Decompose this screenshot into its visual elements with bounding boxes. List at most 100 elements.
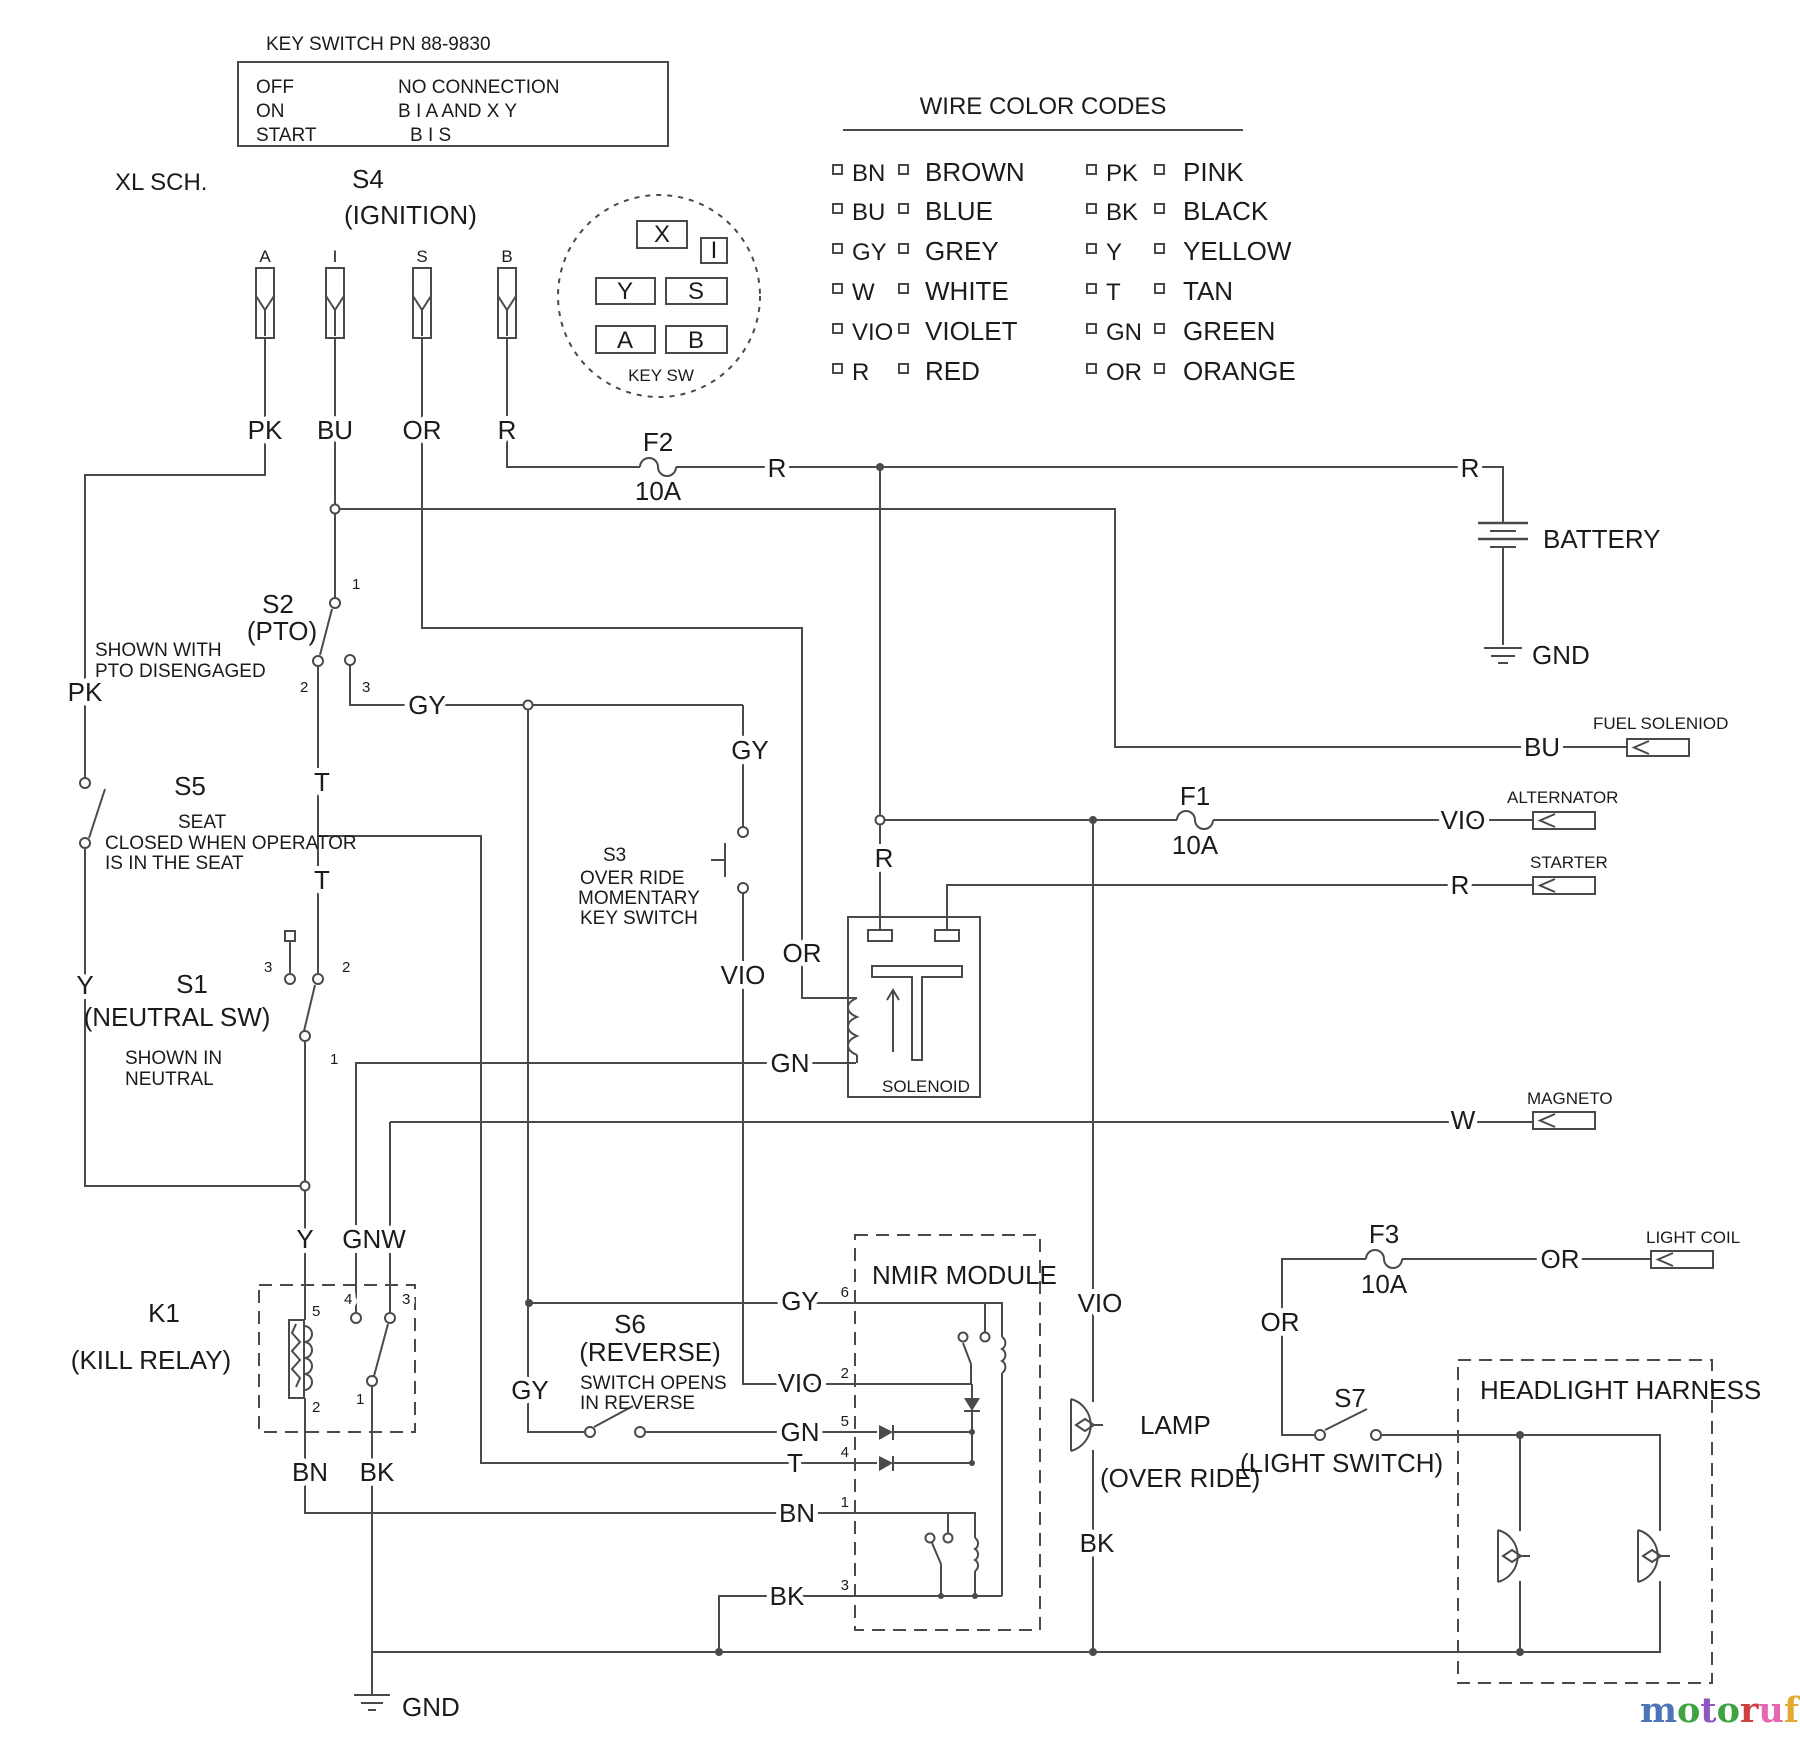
nmir-pin4: 4	[841, 1444, 849, 1461]
fuse-f2-label: F2	[643, 427, 673, 457]
wire-label-gn: GN	[771, 1048, 810, 1078]
wire-label-bu: BU	[317, 415, 353, 445]
s3-line1: OVER RIDE	[580, 868, 685, 889]
light-coil-connector: LIGHT COIL	[1646, 1228, 1740, 1269]
legend-name: WHITE	[925, 276, 1009, 306]
key-table-conn-off: NO CONNECTION	[398, 77, 560, 98]
pin-x: X	[654, 221, 670, 248]
nmir-pin6: 6	[841, 1284, 849, 1301]
wire-label-gy: GY	[731, 735, 769, 765]
wire-label-or: OR	[1261, 1307, 1300, 1337]
s5-id: S5	[174, 771, 206, 801]
key-table-box	[237, 61, 669, 147]
legend-code: OR	[1106, 359, 1142, 386]
legend-name: GREY	[925, 236, 999, 266]
nmir-title: NMIR MODULE	[872, 1260, 1057, 1290]
legend-name: PINK	[1183, 157, 1244, 187]
legend-code: BN	[852, 160, 885, 187]
key-table-pos-start: START	[256, 125, 317, 146]
wire-color-legend: WIRE COLOR CODES BN BROWN BU BLUE GY GRE…	[832, 93, 1296, 386]
fuse-f3: F3 10A	[1356, 1214, 1413, 1304]
nmir-relay1-coil	[1000, 1336, 1007, 1374]
nmir-internal-wiring	[855, 1302, 1003, 1597]
ground-label: GND	[402, 1692, 460, 1722]
legend-code: BU	[852, 199, 885, 226]
s1-pin2: 2	[342, 959, 350, 976]
k1-coil-zigzag	[290, 1323, 302, 1388]
wire-label-gy: GY	[781, 1286, 819, 1316]
battery-plate-long	[1478, 521, 1528, 541]
lamp-icon	[1070, 1398, 1092, 1452]
fuel-solenoid-label: FUEL SOLENIOD	[1593, 714, 1728, 733]
k1-blade	[373, 1323, 389, 1377]
k1-pin3: 3	[402, 1291, 410, 1308]
legend-name: TAN	[1183, 276, 1233, 306]
battery-label: BATTERY	[1543, 524, 1661, 554]
alternator-connector: ALTERNATOR	[1507, 788, 1618, 830]
s2-note1: SHOWN WITH	[95, 640, 222, 661]
k1-pin5: 5	[312, 1303, 320, 1320]
legend-code: PK	[1106, 160, 1138, 187]
alternator-label: ALTERNATOR	[1507, 788, 1618, 807]
nmir-box	[854, 1234, 1041, 1631]
harness-box	[1457, 1359, 1713, 1684]
s5-note2: CLOSED WHEN OPERATOR	[105, 833, 357, 854]
pin-i: I	[711, 237, 718, 264]
wire-label-or: OR	[403, 415, 442, 445]
legend-title: WIRE COLOR CODES	[920, 93, 1167, 120]
starter-connector: STARTER	[1530, 853, 1608, 895]
pin-s: S	[688, 278, 704, 305]
solenoid-coil-icon	[847, 997, 860, 1063]
legend-code: W	[852, 279, 875, 306]
diode-icon	[879, 1425, 893, 1440]
legend-code: GN	[1106, 319, 1142, 346]
fuse-icon	[639, 457, 677, 477]
legend-code: VIO	[852, 319, 893, 346]
wire-label-bk: BK	[770, 1581, 805, 1611]
k1-id: K1	[148, 1298, 180, 1328]
legend-code: R	[852, 359, 869, 386]
wire-label-t: T	[314, 767, 330, 797]
s3-line2: MOMENTARY	[578, 888, 700, 909]
battery-plate-short	[1490, 530, 1516, 548]
main-ground: GND	[354, 1692, 460, 1722]
override-switch-s3: S3 OVER RIDE MOMENTARY KEY SWITCH	[578, 826, 749, 929]
wire-label-r: R	[768, 453, 787, 483]
solenoid-terminal	[934, 929, 960, 942]
s7-name: (LIGHT SWITCH)	[1240, 1448, 1443, 1478]
wire-label-pk: PK	[68, 677, 103, 707]
ground-icon	[354, 1694, 390, 1711]
neutral-switch-s1: 3 2 1 S1 (NEUTRAL SW) SHOWN IN NEUTRAL	[84, 930, 355, 1090]
spade-terminal-icon	[255, 267, 517, 339]
wire-label-gn: GN	[781, 1417, 820, 1447]
wire-label-r: R	[1451, 870, 1470, 900]
fuse-icon	[1176, 810, 1214, 830]
diode-icon	[879, 1456, 893, 1471]
wire-label-bu: BU	[1524, 732, 1560, 762]
k1-box	[258, 1284, 416, 1433]
s3-plunger-icon	[711, 843, 726, 877]
s4-id: S4	[352, 164, 384, 194]
wire-label-bn: BN	[292, 1457, 328, 1487]
legend-name: GREEN	[1183, 316, 1275, 346]
override-lamp: LAMP (OVER RIDE)	[1070, 1398, 1260, 1493]
wire-label-vio: VIO	[721, 960, 766, 990]
k1-name: (KILL RELAY)	[71, 1345, 231, 1375]
pin-y: Y	[617, 278, 633, 305]
fuel-solenoid-connector: FUEL SOLENIOD	[1593, 714, 1728, 757]
wire-label-r: R	[1461, 453, 1480, 483]
light-coil-label: LIGHT COIL	[1646, 1228, 1740, 1247]
pin-b: B	[688, 327, 704, 354]
seat-switch-s5: S5 SEAT CLOSED WHEN OPERATOR IS IN THE S…	[79, 771, 357, 874]
light-switch-s7: S7 (LIGHT SWITCH)	[1240, 1383, 1443, 1478]
s2-note2: PTO DISENGAGED	[95, 661, 266, 682]
battery-gnd-label: GND	[1532, 640, 1590, 670]
lamp-label: LAMP	[1140, 1410, 1211, 1440]
legend-right-column: PK PINK BK BLACK Y YELLOW T TAN GN GREEN…	[1086, 157, 1296, 386]
s1-name: (NEUTRAL SW)	[84, 1002, 271, 1032]
wire-label-vio: VIO	[778, 1368, 823, 1398]
wire-label-gnw: GNW	[342, 1224, 406, 1254]
s1-stub-terminal	[284, 930, 296, 942]
s4-terminal-i: I	[333, 247, 338, 266]
fuse-f2-rating: 10A	[635, 476, 682, 506]
